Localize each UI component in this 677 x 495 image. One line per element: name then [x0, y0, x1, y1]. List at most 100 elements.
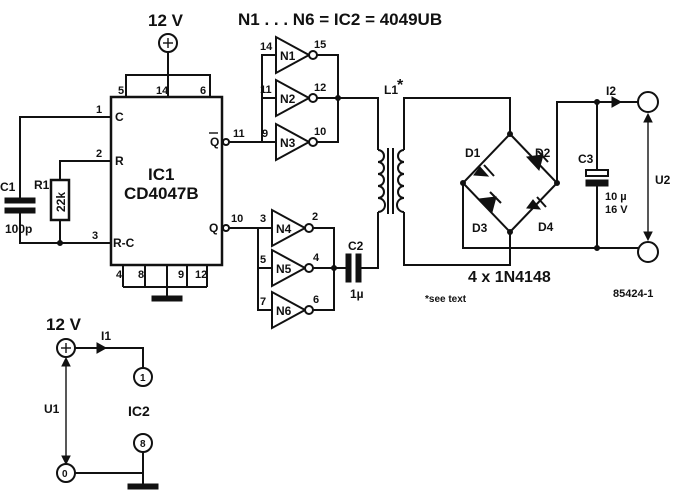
inset-ground-label: 0: [62, 469, 68, 480]
ground-icon: [151, 295, 183, 302]
ic1-pin-11: 11: [233, 128, 245, 140]
inverter-n5-out-pin: 4: [313, 252, 320, 264]
ic1-pin-3: 3: [92, 230, 98, 242]
diode-d3-icon: [477, 191, 502, 213]
capacitor-c1-icon: [4, 197, 36, 214]
diode-d1-icon: [473, 164, 495, 177]
ic1-pin-rc-label: R-C: [113, 236, 135, 250]
secondary-bottom-wire: [403, 212, 511, 266]
c1-value: 100p: [5, 222, 32, 236]
c3-voltage: 16 V: [605, 204, 628, 216]
diode-part-label: 4 x 1N4148: [468, 269, 551, 286]
inset-supply-wire: [75, 347, 144, 368]
output-terminal-positive: [637, 91, 659, 113]
c2-name: C2: [348, 239, 364, 253]
inverter-n6-out-pin: 6: [313, 294, 319, 306]
inverter-n2-icon: [275, 78, 318, 118]
i1-label: I1: [101, 329, 111, 343]
transformer-primary-bottom-wire: [361, 212, 379, 269]
output-terminal-negative: [637, 241, 659, 263]
inverter-n1-in-pin: 14: [260, 41, 273, 53]
ic1-part: CD4047B: [124, 184, 199, 203]
supply-voltage-label: 12 V: [148, 11, 184, 30]
diode-d3-label: D3: [472, 221, 488, 235]
ic2-pin1-label: 1: [140, 373, 146, 384]
inverter-n5-label: N5: [276, 262, 292, 276]
diode-d4-label: D4: [538, 220, 554, 234]
inverter-n2-label: N2: [280, 92, 296, 106]
n-input-bus-bottom: [257, 228, 272, 311]
figure-number: 85424-1: [613, 288, 653, 300]
r1-name: R1: [34, 178, 50, 192]
ic1-pin-q-label: Q: [209, 221, 218, 235]
diode-d1-label: D1: [465, 146, 481, 160]
transformer-l1-icon: [377, 148, 405, 214]
inverter-n2-in-pin: 11: [260, 84, 272, 96]
ic1-pin-qbar-label: Q: [210, 135, 219, 149]
ic2-label: IC2: [128, 403, 150, 419]
ic1-pin-12: 12: [195, 269, 207, 281]
ic1-pin-5: 5: [118, 85, 124, 97]
ic1-pin-14: 14: [156, 85, 169, 97]
l1-asterisk: *: [397, 77, 404, 94]
footnote-see-text: *see text: [425, 294, 467, 305]
c1-top-wire: [19, 116, 94, 198]
ic1-pin-2: 2: [96, 148, 102, 160]
ic1-pin-1: 1: [96, 104, 102, 116]
r1-value: 22k: [54, 192, 68, 212]
diagram-title: N1 . . . N6 = IC2 = 4049UB: [238, 10, 442, 29]
c3-name: C3: [578, 152, 594, 166]
secondary-top-wire: [403, 97, 511, 150]
c1-name: C1: [0, 180, 16, 194]
diode-d2-icon: [525, 150, 549, 172]
diode-d4-icon: [526, 196, 547, 210]
transformer-primary-top-wire: [338, 97, 379, 150]
ic1-pin-r-label: R: [115, 154, 124, 168]
inset-ground-icon: [127, 483, 159, 490]
capacitor-c3-icon: [585, 169, 609, 187]
ic1-pin-9: 9: [178, 269, 184, 281]
inset-supply-terminal-icon: [56, 338, 76, 358]
ic1-name: IC1: [148, 165, 174, 184]
inverter-n3-icon: [275, 122, 318, 162]
inverter-n4-label: N4: [276, 222, 292, 236]
ic1-pin-8: 8: [138, 269, 144, 281]
inverter-n2-out-pin: 12: [314, 82, 326, 94]
n-input-bus-top: [261, 54, 276, 142]
positive-rail-wire: [556, 101, 638, 183]
l1-name: L1: [384, 83, 398, 97]
inverter-n4-out-pin: 2: [312, 211, 318, 223]
inset-current-arrow-icon: [96, 342, 108, 354]
ic1-package: [109, 95, 224, 267]
u1-label: U1: [44, 402, 60, 416]
inverter-n6-label: N6: [276, 304, 292, 318]
ic1-pin-c-label: C: [115, 110, 124, 124]
negative-rail-wire: [462, 183, 638, 249]
inverter-n6-in-pin: 7: [260, 296, 266, 308]
inverter-n6-icon: [271, 290, 314, 330]
u2-label: U2: [655, 173, 671, 187]
inset-supply-label: 12 V: [46, 315, 82, 334]
inverter-n1-out-pin: 15: [314, 39, 326, 51]
supply-terminal-icon: [158, 33, 178, 53]
inverter-n1-label: N1: [280, 49, 296, 63]
inverter-n5-in-pin: 5: [260, 254, 266, 266]
inverter-n4-in-pin: 3: [260, 213, 266, 225]
c1-bottom-wire: [19, 213, 94, 244]
ic2-pin8-label: 8: [140, 439, 146, 450]
inverter-n3-in-pin: 9: [262, 128, 268, 140]
ic1-pin-6: 6: [200, 85, 206, 97]
i2-label: I2: [606, 84, 616, 98]
inverter-n3-out-pin: 10: [314, 126, 326, 138]
ic2-pin1-terminal: [133, 367, 153, 387]
ic1-pin-4: 4: [116, 269, 123, 281]
inverter-n4-icon: [271, 208, 314, 248]
diode-d2-label: D2: [535, 146, 551, 160]
capacitor-c2-icon: [345, 253, 362, 283]
ic1-pin-10: 10: [231, 213, 243, 225]
inverter-n3-label: N3: [280, 136, 296, 150]
r1-top-wire: [59, 160, 94, 180]
current-arrow-icon: [611, 96, 623, 108]
c2-value: 1µ: [350, 287, 364, 301]
